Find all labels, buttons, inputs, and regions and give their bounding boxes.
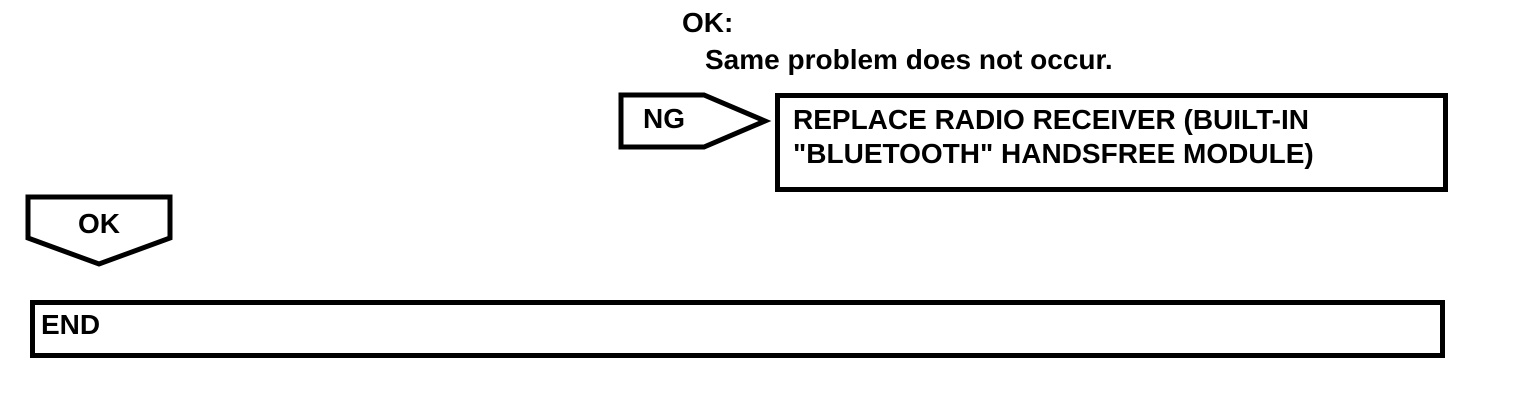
end-terminal-label: END	[41, 309, 101, 340]
ok-condition-label: OK:	[682, 7, 734, 38]
end-terminal-box: END	[30, 300, 1445, 358]
ok-condition-description: Same problem does not occur.	[705, 44, 1113, 75]
ok-arrow-shape	[25, 194, 173, 267]
ng-connector-label: NG	[643, 103, 685, 134]
ng-connector-arrow: NG	[618, 92, 772, 150]
ok-connector-label: OK	[78, 208, 120, 239]
ok-connector-arrow: OK	[25, 194, 173, 267]
ng-action-box: REPLACE RADIO RECEIVER (BUILT-IN "BLUETO…	[775, 93, 1448, 192]
ng-action-text: REPLACE RADIO RECEIVER (BUILT-IN "BLUETO…	[793, 104, 1314, 169]
ng-arrow-shape	[618, 92, 772, 150]
